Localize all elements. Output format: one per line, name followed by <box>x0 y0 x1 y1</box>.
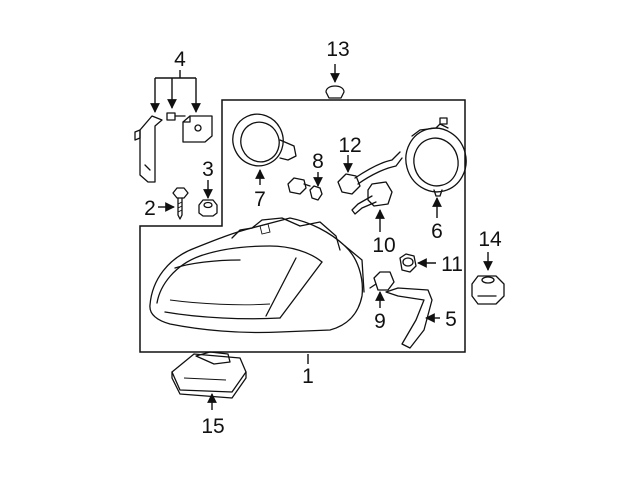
callout-label-10: 10 <box>372 234 395 257</box>
callout-label-13: 13 <box>326 38 349 61</box>
callout-label-11: 11 <box>441 253 463 276</box>
callout-4-leaders <box>150 70 201 113</box>
callout-label-2: 2 <box>144 197 156 220</box>
cover-ring <box>405 117 467 197</box>
callout-label-12: 12 <box>338 134 361 157</box>
callout-label-8: 8 <box>312 150 324 173</box>
mount <box>471 275 505 305</box>
cap <box>325 85 345 99</box>
bulb-small <box>287 177 311 195</box>
callout-label-9: 9 <box>374 310 386 333</box>
headlamp-housing <box>149 217 365 334</box>
socket <box>399 253 417 273</box>
callout-label-7: 7 <box>254 188 266 211</box>
callout-label-15: 15 <box>201 415 224 438</box>
callout-label-4: 4 <box>174 48 186 71</box>
bulb-wedge <box>309 185 323 201</box>
hid-bulb <box>351 181 393 215</box>
callout-label-1: 1 <box>302 365 314 388</box>
assembly-frame <box>139 99 466 353</box>
control-module <box>171 351 247 399</box>
callout-label-5: 5 <box>445 308 457 331</box>
bulb <box>369 271 395 291</box>
bracket-set <box>134 112 213 183</box>
retaining-ring <box>232 113 297 167</box>
bolt <box>172 187 189 220</box>
callout-label-3: 3 <box>202 158 214 181</box>
callout-label-14: 14 <box>478 228 502 251</box>
trim-strip <box>385 287 433 349</box>
nut <box>198 199 218 217</box>
callout-label-6: 6 <box>431 220 443 243</box>
bulb-socket-wire <box>337 151 403 195</box>
